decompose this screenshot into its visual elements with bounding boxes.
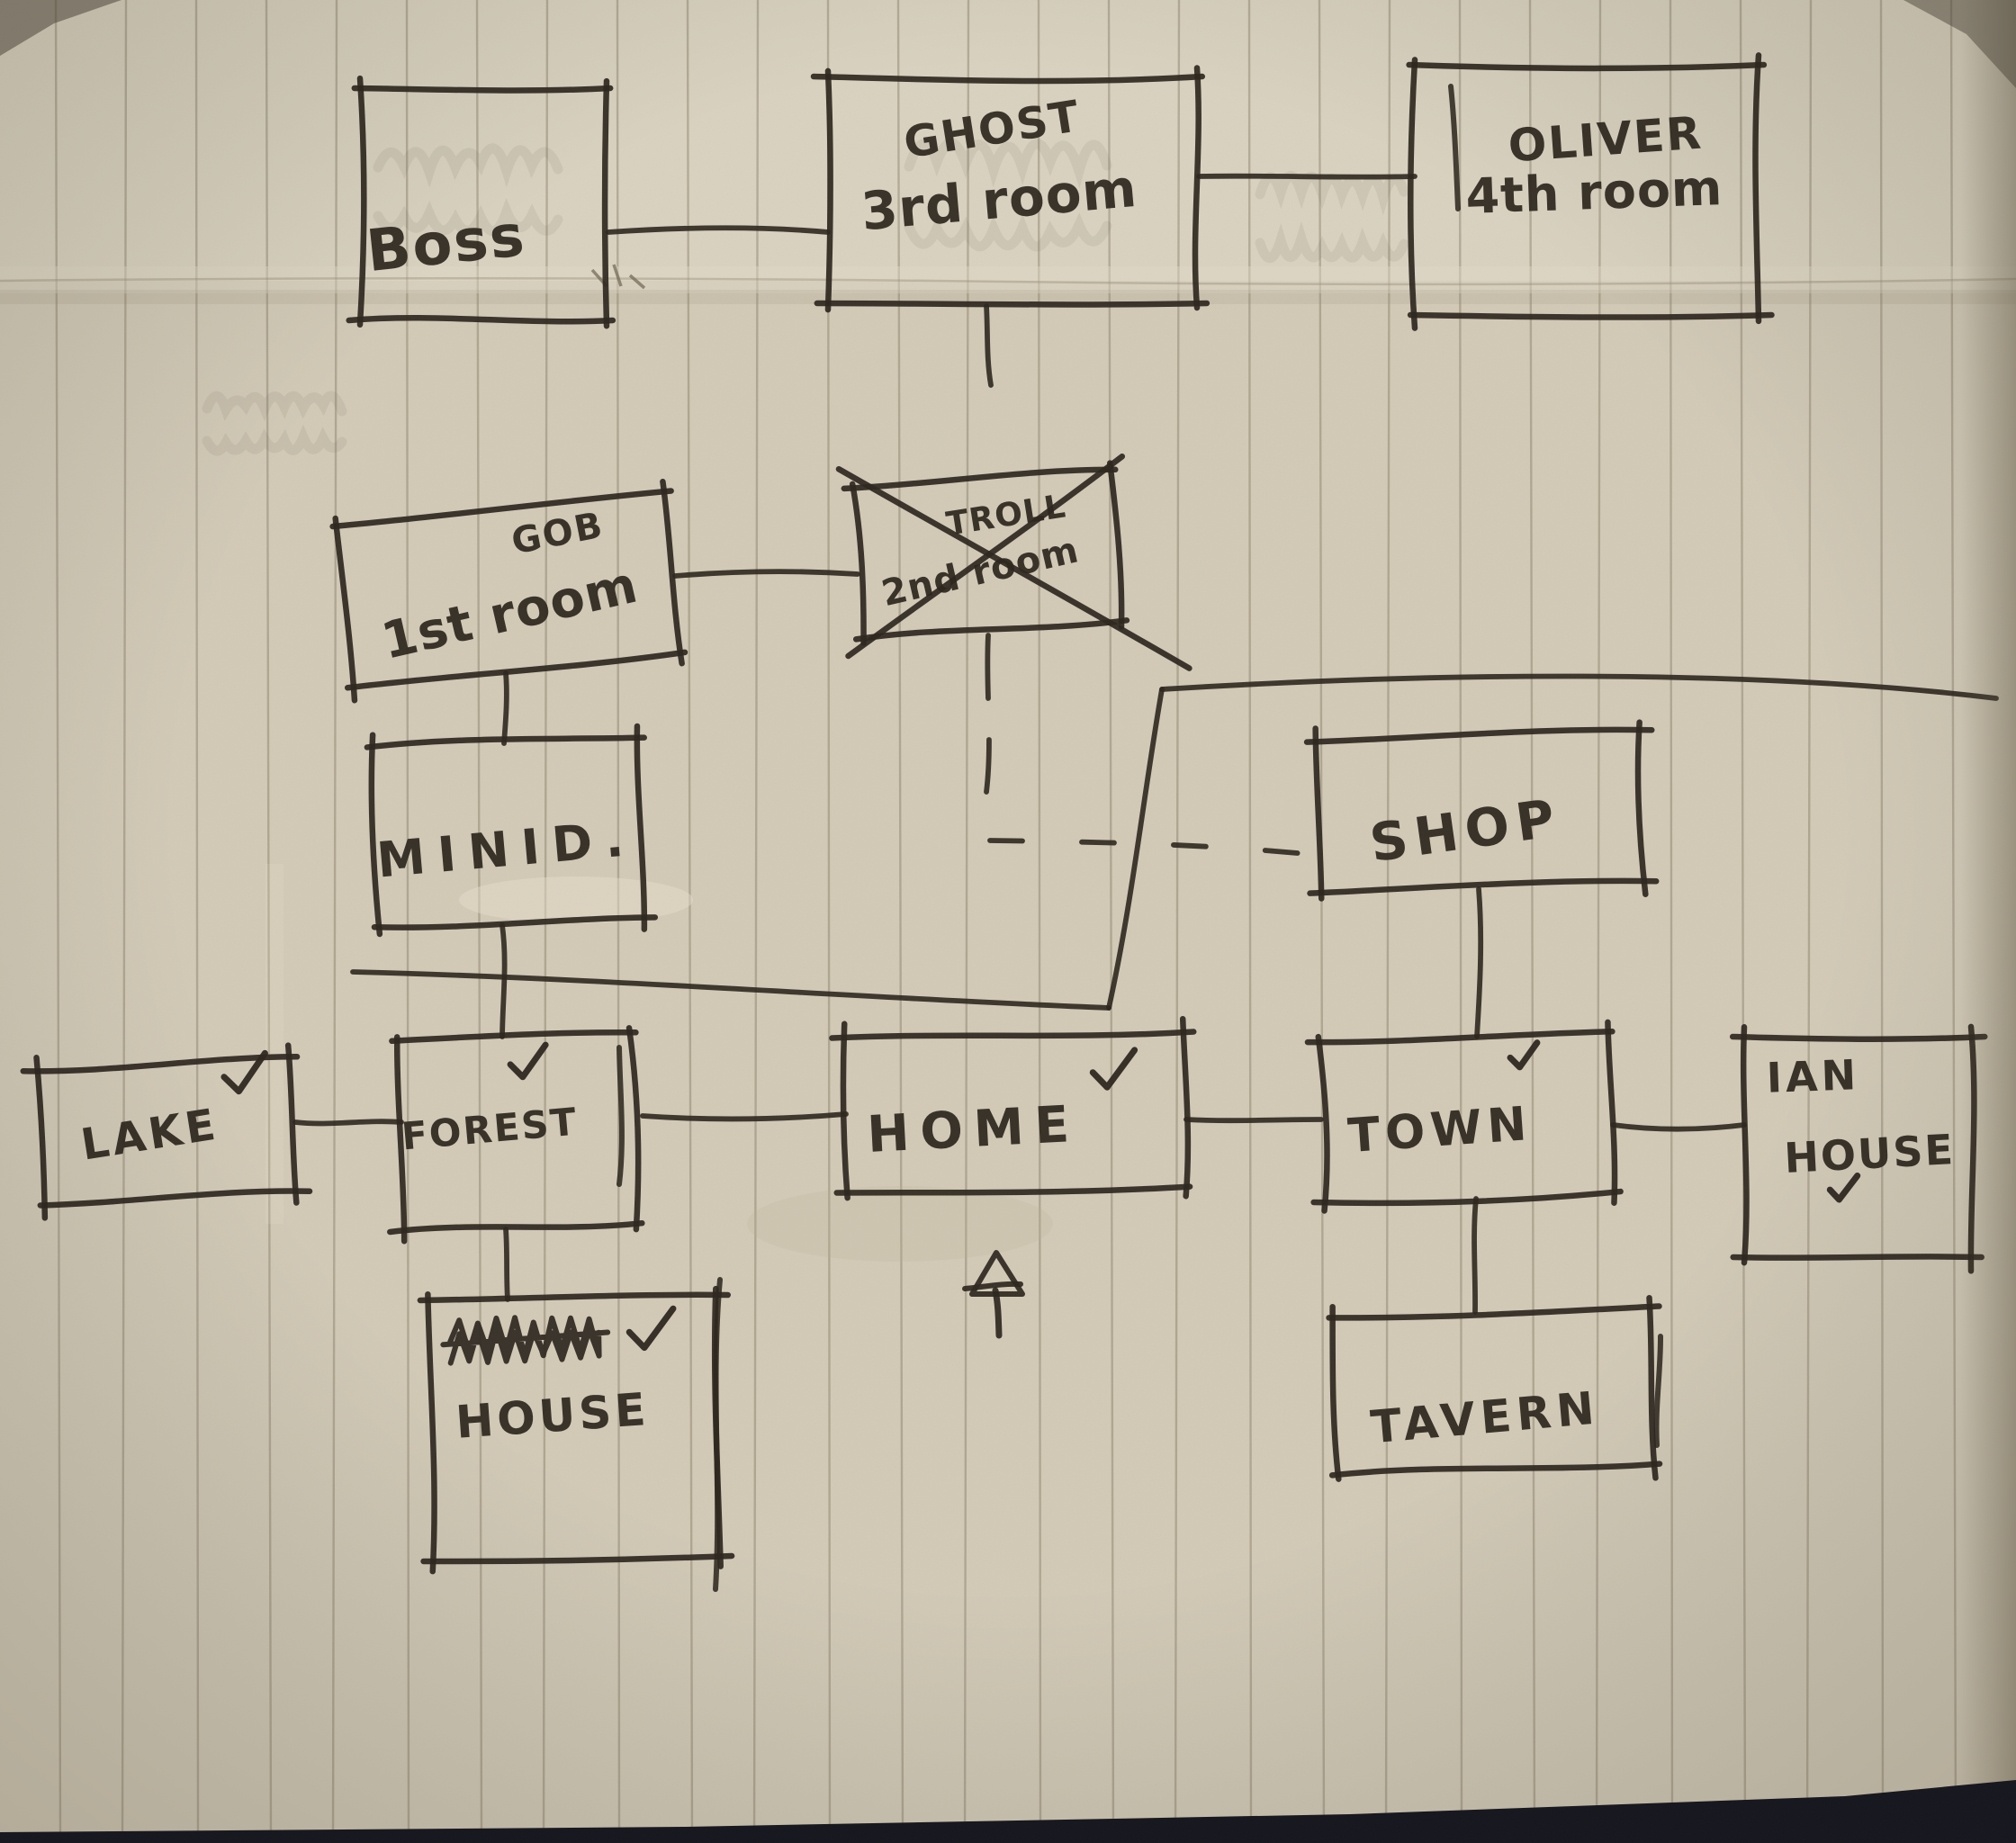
sketch-svg: BossGHOST3rd roomOLIVER4th roomGOB1st ro… (0, 0, 2016, 1843)
paper-grain (0, 0, 2016, 1843)
notebook-photo: BossGHOST3rd roomOLIVER4th roomGOB1st ro… (0, 0, 2016, 1843)
